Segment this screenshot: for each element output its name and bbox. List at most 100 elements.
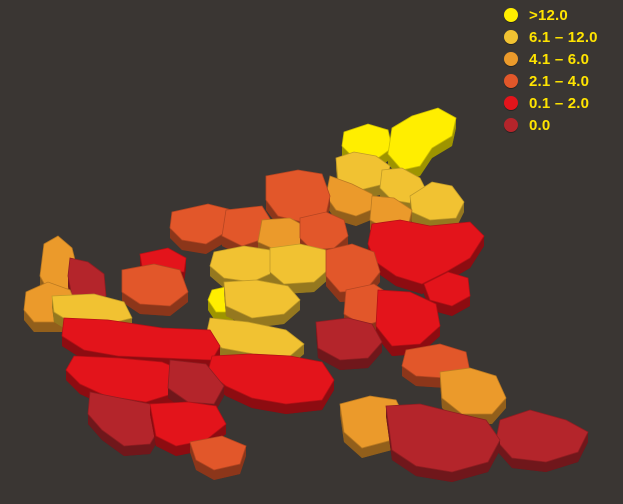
region-wall — [392, 450, 416, 476]
region-wall — [326, 276, 340, 302]
region-wall — [416, 376, 446, 388]
legend-item: 0.1 – 2.0 — [504, 92, 616, 114]
region-wall — [344, 432, 362, 458]
region-top — [269, 243, 331, 285]
region-wall — [170, 292, 188, 316]
region-wall — [66, 370, 80, 394]
region-wall — [432, 136, 452, 158]
map-region-west-mid[interactable] — [121, 263, 189, 316]
region-wall — [546, 452, 578, 472]
region-wall — [376, 262, 396, 286]
region-wall — [150, 404, 156, 446]
legend-swatch-icon — [504, 52, 518, 66]
region-top — [209, 245, 275, 283]
map-legend: >12.0 6.1 – 12.0 4.1 – 6.0 2.1 – 4.0 0.1… — [504, 4, 616, 136]
region-top — [51, 293, 133, 325]
legend-item: >12.0 — [504, 4, 616, 26]
legend-swatch-icon — [504, 118, 518, 132]
region-wall — [376, 326, 392, 356]
region-wall — [88, 414, 102, 440]
region-wall — [512, 458, 546, 472]
region-wall — [226, 386, 252, 408]
region-top — [387, 107, 457, 171]
region-wall — [34, 322, 62, 332]
region-wall — [62, 336, 84, 360]
region-wall — [420, 148, 432, 176]
region-top — [439, 367, 507, 415]
map-region-southeast-amber[interactable] — [439, 367, 507, 424]
legend-item: 2.1 – 4.0 — [504, 70, 616, 92]
region-wall — [492, 398, 506, 424]
region-wall — [286, 400, 322, 414]
legend-item: 0.0 — [504, 114, 616, 136]
region-wall — [140, 304, 170, 316]
region-top — [169, 203, 233, 245]
region-wall — [416, 466, 452, 482]
region-wall — [122, 292, 140, 314]
map-region-east-tip[interactable] — [423, 271, 471, 316]
region-wall — [396, 276, 422, 294]
region-wall — [252, 398, 286, 414]
region-wall — [170, 228, 182, 250]
region-wall — [206, 232, 226, 254]
region-top — [223, 279, 301, 319]
legend-label: 0.0 — [529, 116, 551, 134]
region-wall — [124, 444, 150, 456]
legend-item: 6.1 – 12.0 — [504, 26, 616, 48]
map-region-southeast-dark[interactable] — [385, 403, 501, 482]
map-region-south-dark-b[interactable] — [315, 317, 383, 370]
legend-label: >12.0 — [529, 6, 568, 24]
map-region-northeast-peak-b[interactable] — [387, 107, 457, 180]
region-wall — [452, 462, 488, 482]
legend-swatch-icon — [504, 74, 518, 88]
region-top — [87, 391, 163, 447]
region-wall — [456, 202, 464, 228]
region-wall — [196, 460, 214, 480]
legend-label: 6.1 – 12.0 — [529, 28, 598, 46]
legend-label: 2.1 – 4.0 — [529, 72, 590, 90]
region-top — [423, 271, 471, 307]
region-wall — [336, 210, 356, 226]
region-top — [167, 359, 225, 405]
region-top — [495, 409, 589, 463]
map-region-north-ridge-a[interactable] — [325, 175, 377, 226]
region-top — [409, 181, 465, 221]
region-wall — [190, 442, 196, 470]
region-wall — [24, 310, 34, 332]
map-region-southeast-tail[interactable] — [495, 409, 589, 472]
region-top — [65, 355, 187, 403]
region-wall — [182, 240, 206, 254]
region-wall — [284, 300, 300, 324]
region-wall — [318, 348, 340, 370]
region-top — [207, 353, 335, 405]
region-wall — [402, 366, 416, 386]
region-top — [375, 289, 441, 347]
legend-label: 4.1 – 6.0 — [529, 50, 590, 68]
map-region-center-core[interactable] — [223, 279, 301, 328]
region-wall — [488, 440, 500, 472]
region-wall — [102, 430, 124, 456]
region-top — [341, 123, 393, 159]
region-top — [299, 211, 349, 251]
region-wall — [362, 440, 392, 458]
region-top — [149, 401, 227, 447]
region-top — [325, 243, 381, 293]
legend-item: 4.1 – 6.0 — [504, 48, 616, 70]
region-wall — [156, 436, 176, 456]
region-wall — [240, 446, 246, 474]
region-wall — [208, 300, 216, 322]
region-top — [189, 435, 247, 471]
region-wall — [452, 296, 470, 316]
region-wall — [578, 432, 588, 462]
region-wall — [210, 266, 224, 288]
region-wall — [214, 464, 240, 480]
region-wall — [470, 236, 484, 268]
map-region-southeast-red[interactable] — [375, 289, 441, 356]
region-wall — [452, 118, 456, 146]
region-top — [315, 317, 383, 361]
map-region-south-orange[interactable] — [189, 435, 247, 480]
map-region-south-red-a[interactable] — [207, 353, 335, 414]
region-wall — [322, 380, 334, 410]
